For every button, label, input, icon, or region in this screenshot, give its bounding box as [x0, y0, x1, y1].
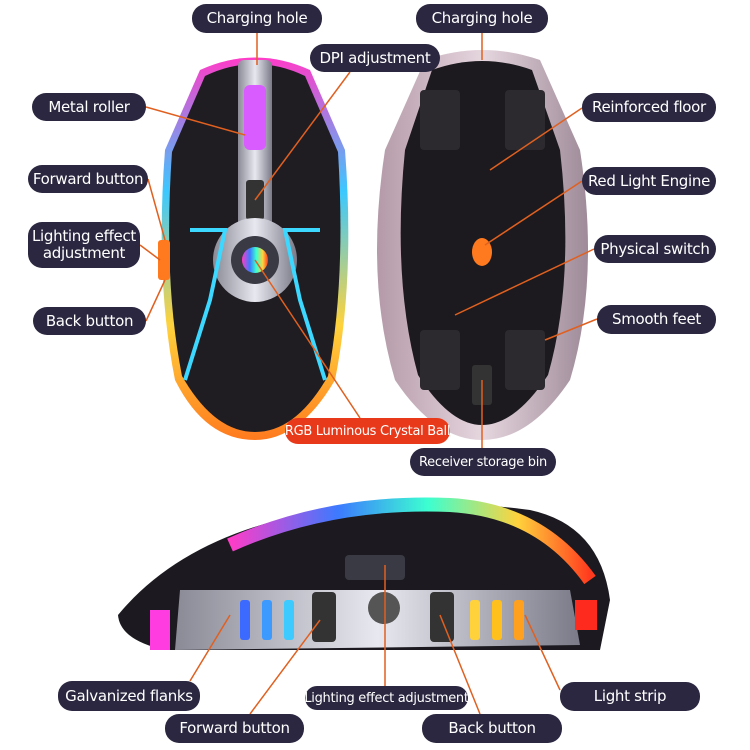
label-charging-hole-left: Charging hole [192, 4, 322, 33]
label-metal-roller: Metal roller [32, 93, 146, 121]
mouse-top-view [158, 57, 349, 440]
label-galvanized-flanks: Galvanized flanks [58, 681, 200, 711]
label-receiver-storage-bin: Receiver storage bin [410, 448, 556, 476]
label-physical-switch: Physical switch [594, 235, 716, 263]
label-dpi-adjustment: DPI adjustment [310, 44, 440, 72]
label-light-strip: Light strip [560, 682, 700, 711]
label-smooth-feet: Smooth feet [597, 305, 716, 334]
label-back-button-top: Back button [33, 307, 146, 335]
label-lighting-effect-adjustment-bottom: Lighting effect adjustment [304, 686, 469, 710]
mouse-side-view [118, 497, 610, 650]
label-reinforced-floor: Reinforced floor [582, 93, 716, 122]
label-forward-button-top: Forward button [28, 165, 148, 193]
label-back-button-bottom: Back button [422, 714, 562, 743]
label-forward-button-bottom: Forward button [165, 714, 304, 743]
label-charging-hole-right: Charging hole [416, 4, 548, 33]
label-rgb-crystal-ball: RGB Luminous Crystal Ball [285, 418, 450, 444]
label-lighting-effect-adjustment-top: Lighting effect adjustment [28, 222, 140, 268]
mouse-bottom-view [377, 50, 588, 440]
leader-lines [139, 33, 598, 715]
label-red-light-engine: Red Light Engine [582, 167, 716, 195]
